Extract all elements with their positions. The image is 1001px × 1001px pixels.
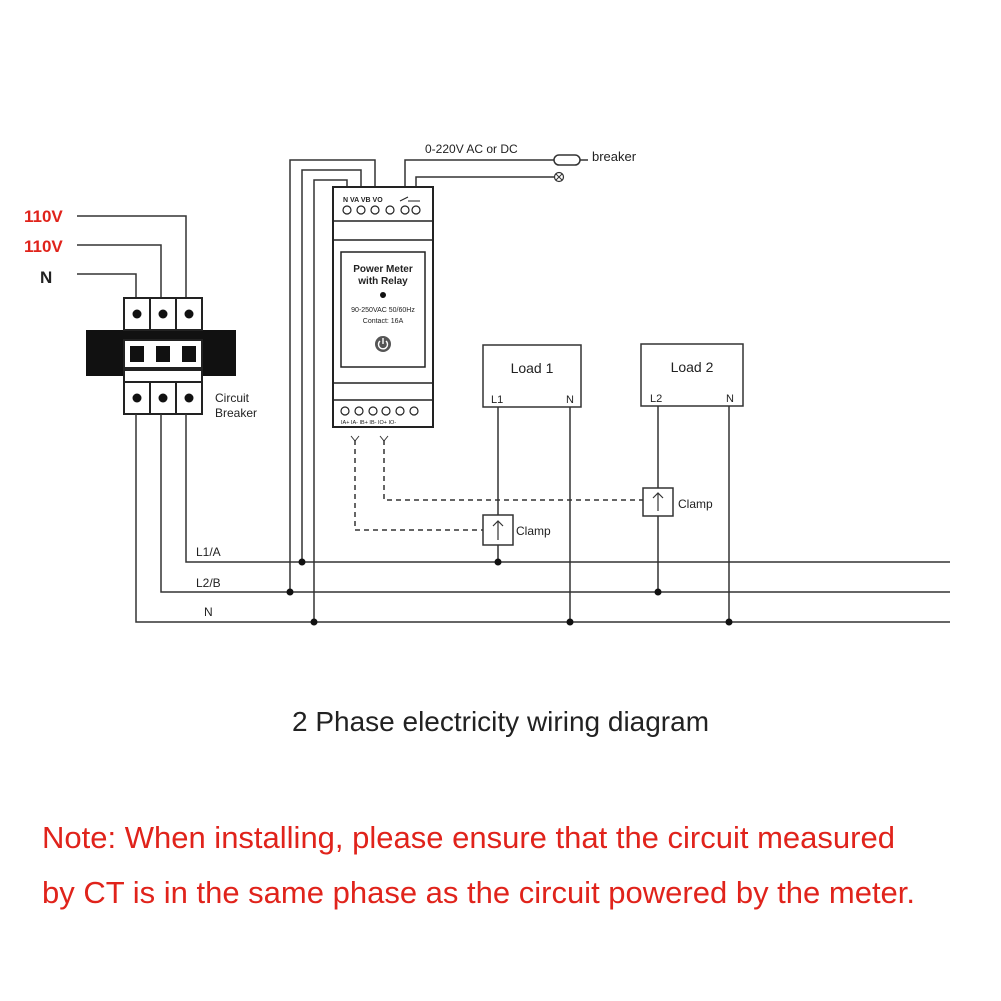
meter-top-terminal-row: [342, 205, 421, 215]
meter-name-line-2: with Relay: [357, 276, 408, 287]
load-2-name: Load 2: [671, 359, 714, 375]
supply-n-label: N: [40, 268, 52, 287]
load-2-box: [640, 343, 744, 407]
breaker-output-wires: [135, 414, 950, 623]
load-2-line-label: L2: [650, 393, 662, 405]
meter-name-line-1: Power Meter: [353, 264, 413, 275]
lamp-icon: [553, 171, 565, 183]
meter-top-terminals-label: N VA VB VO: [343, 197, 383, 204]
meter-bottom-terminal-row: [340, 406, 419, 416]
meter-supply-wires: [289, 159, 376, 622]
clamp-2-label: Clamp: [678, 497, 713, 511]
installation-note: Note: When installing, please ensure tha…: [42, 810, 992, 920]
supply-wires: [77, 215, 187, 298]
bus-l1-label: L1/A: [196, 545, 221, 559]
circuit-breaker: [86, 297, 236, 415]
meter-bottom-terminals-label: IA+ IA- IB+ IB- IO+ IO-: [341, 420, 396, 426]
bus-n-label: N: [204, 605, 213, 619]
load-wires: [497, 406, 730, 622]
junction-dots: [286, 558, 733, 626]
load-2-neutral-label: N: [726, 393, 734, 405]
meter-spec-line-2: Contact: 16A: [363, 318, 404, 325]
clamp-1-label: Clamp: [516, 524, 551, 538]
breaker-label-2: Breaker: [215, 406, 257, 420]
supply-110v-2-label: 110V: [24, 237, 63, 256]
clamp-2-icon: [642, 487, 674, 517]
output-voltage-label: 0-220V AC or DC: [425, 142, 518, 156]
relay-output-wires: [404, 159, 554, 187]
note-line-1: Note: When installing, please ensure tha…: [42, 820, 895, 855]
load-1-line-label: L1: [491, 394, 503, 406]
breaker-label-1: Circuit: [215, 391, 250, 405]
ct-lead-ends: [350, 435, 389, 442]
supply-110v-1-label: 110V: [24, 207, 63, 226]
diagram-title: 2 Phase electricity wiring diagram: [291, 706, 710, 737]
bus-l2-label: L2/B: [196, 576, 221, 590]
wiring-diagram: 110V 110V N Circuit Breaker L1/A L2/B: [24, 142, 950, 626]
relay-switch-icon: [399, 196, 420, 202]
breaker-output-label: breaker: [592, 149, 637, 164]
clamp-1-icon: [482, 514, 514, 546]
note-line-2: by CT is in the same phase as the circui…: [42, 875, 916, 910]
load-1-neutral-label: N: [566, 394, 574, 406]
load-1-name: Load 1: [511, 360, 554, 376]
load-1-box: [482, 344, 582, 408]
meter-spec-line-1: 90-250VAC 50/60Hz: [351, 307, 415, 314]
ct-leads: [354, 440, 643, 531]
meter-power-button[interactable]: [375, 336, 391, 352]
fuse-icon: [553, 154, 588, 166]
meter-indicator-led: [380, 292, 386, 298]
